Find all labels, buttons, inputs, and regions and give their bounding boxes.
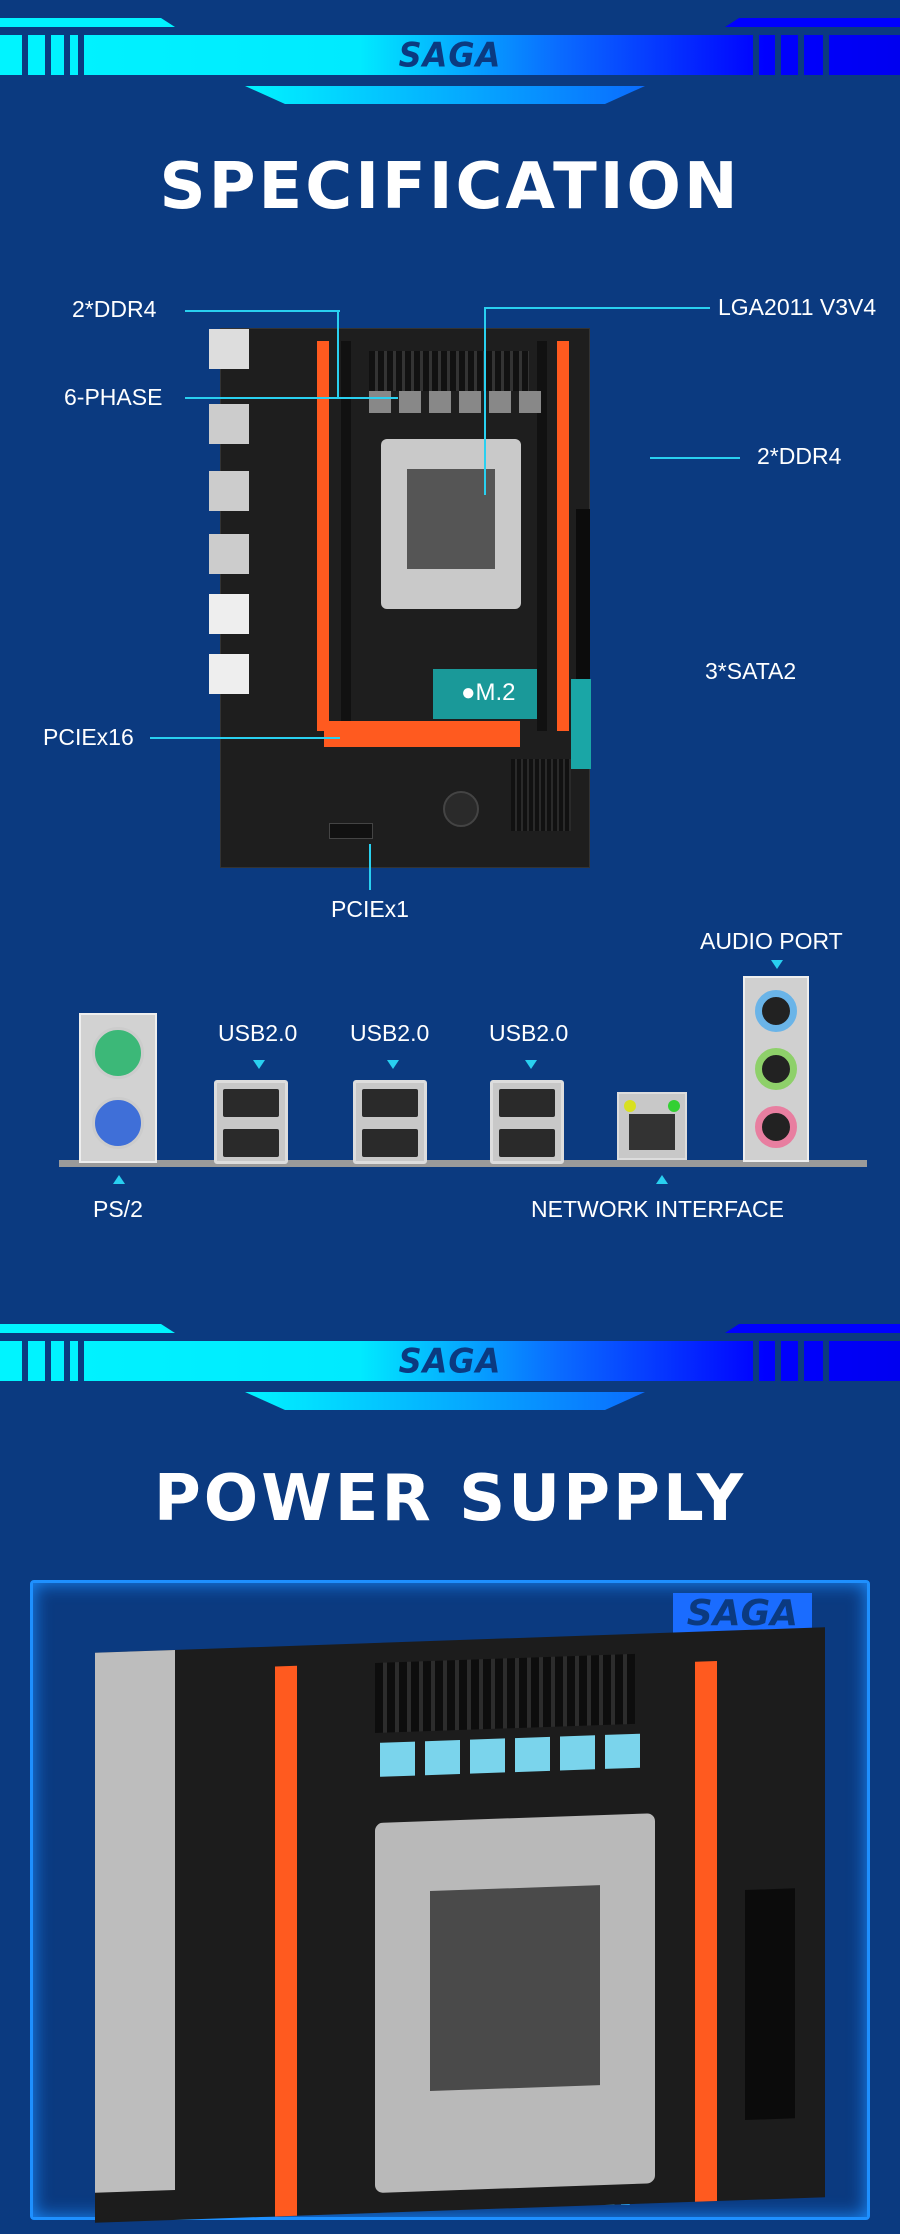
cpu-socket — [375, 1813, 655, 2193]
cpu-socket — [381, 439, 521, 609]
label-socket: LGA2011 V3V4 — [718, 294, 877, 320]
chipset-heatsink — [511, 759, 571, 831]
audio-line-in-icon — [755, 990, 797, 1032]
dimm-slot-left-2 — [341, 341, 351, 731]
brand-logo-2: SAGA — [398, 1341, 502, 1381]
vrm-heatsink — [375, 1653, 635, 1733]
section-title-specification: SPECIFICATION — [159, 150, 741, 224]
motherboard-angled-image — [95, 1627, 825, 2223]
dimm-slot-right-2 — [557, 341, 569, 731]
vrm-heatsink — [369, 351, 529, 391]
ps2-mouse-icon — [92, 1027, 144, 1079]
label-usb-1: USB2.0 — [218, 1020, 298, 1046]
io-baseplate — [59, 1160, 867, 1167]
brand-logo: SAGA — [398, 35, 502, 75]
audio-mic-icon — [755, 1106, 797, 1148]
vrm-chokes-highlighted — [380, 1733, 640, 1777]
frame-logo: SAGA — [672, 1593, 812, 1634]
usb-port-stack-3 — [490, 1080, 564, 1164]
io-ports-side — [95, 1649, 175, 2193]
audio-pointer-icon — [771, 960, 783, 969]
label-audio-port: AUDIO PORT — [700, 928, 843, 954]
label-usb-3: USB2.0 — [489, 1020, 569, 1046]
banner-bar — [0, 35, 900, 75]
label-6-phase: 6-PHASE — [64, 384, 163, 410]
label-ps2: PS/2 — [93, 1196, 143, 1222]
network-pointer-icon — [656, 1175, 668, 1184]
label-ddr4-right: 2*DDR4 — [757, 443, 842, 469]
brand-banner-2: SAGA — [0, 1306, 900, 1426]
atx-power-connector — [745, 1888, 795, 2121]
atx-power-connector — [576, 509, 590, 679]
section-title-power-supply: POWER SUPPLY — [153, 1462, 747, 1536]
banner-accent-bottom — [245, 86, 645, 104]
usb-port-stack-2 — [353, 1080, 427, 1164]
motherboard-image: ●M.2 — [209, 328, 591, 868]
m2-label: ●M.2 — [461, 679, 516, 706]
label-pciex16: PCIEx16 — [43, 724, 134, 750]
sata-ports — [571, 679, 591, 769]
vrm-chokes — [369, 391, 549, 413]
label-ddr4-left: 2*DDR4 — [72, 296, 157, 322]
banner-accent-top-right — [725, 18, 900, 27]
usb-2-pointer-icon — [387, 1060, 399, 1069]
label-sata: 3*SATA2 — [705, 658, 797, 684]
rear-io-connectors — [209, 329, 254, 694]
cmos-battery — [443, 791, 479, 827]
usb-1-pointer-icon — [253, 1060, 265, 1069]
ps2-port — [79, 1013, 157, 1163]
m2-slot — [433, 669, 537, 719]
usb-port-stack-1 — [214, 1080, 288, 1164]
pcie-x1-slot — [329, 823, 373, 839]
rj45-port — [617, 1092, 687, 1160]
banner-accent-top-left — [0, 18, 175, 27]
m2-dot-icon: ● — [461, 679, 476, 706]
ps2-pointer-icon — [113, 1175, 125, 1184]
audio-line-out-icon — [755, 1048, 797, 1090]
brand-banner: SAGA — [0, 0, 900, 120]
audio-jacks — [743, 976, 809, 1162]
label-pciex1: PCIEx1 — [331, 896, 409, 922]
pcie-x16-slot — [324, 721, 520, 747]
dimm-slot-left — [317, 341, 329, 731]
dimm-slot-left — [275, 1665, 297, 2217]
dimm-slot-right — [537, 341, 547, 731]
ps2-keyboard-icon — [92, 1097, 144, 1149]
dimm-slot-right — [695, 1661, 717, 2202]
label-usb-2: USB2.0 — [350, 1020, 430, 1046]
usb-3-pointer-icon — [525, 1060, 537, 1069]
label-network-interface: NETWORK INTERFACE — [531, 1196, 785, 1222]
